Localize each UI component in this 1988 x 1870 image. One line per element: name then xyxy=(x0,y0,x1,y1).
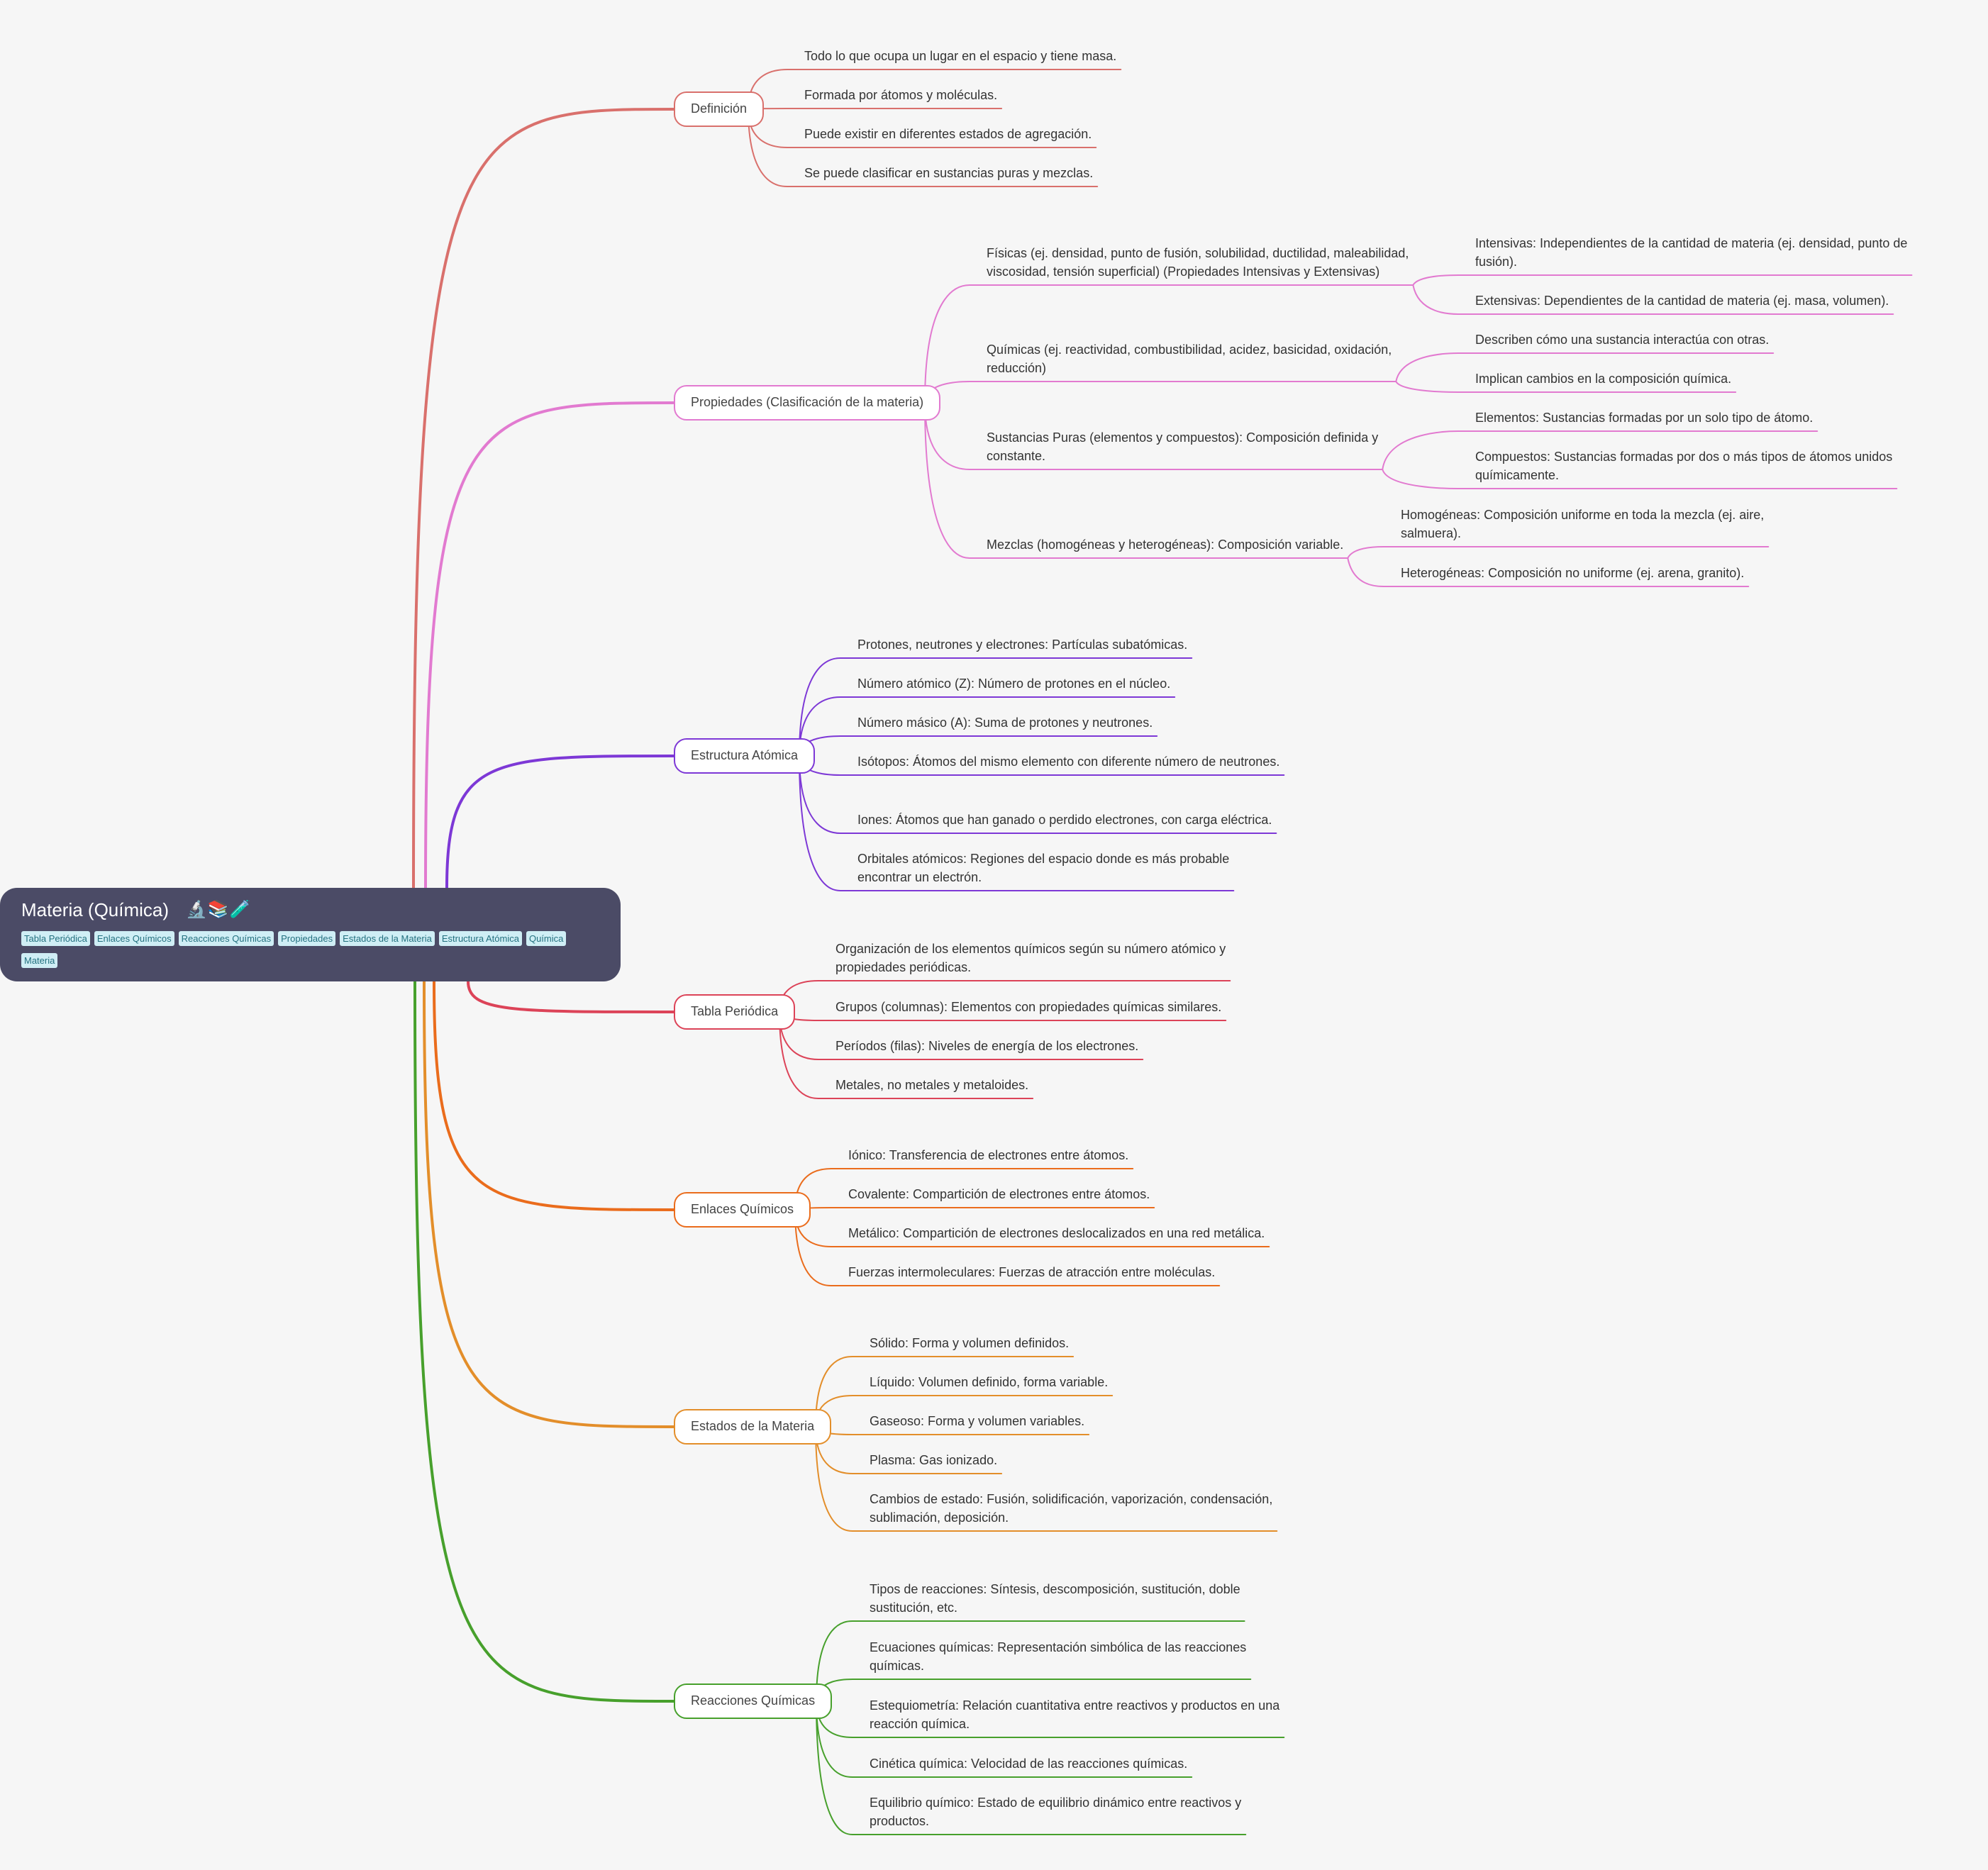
root-node[interactable]: Materia (Química) 🔬📚🧪 Tabla Periódica En… xyxy=(0,888,621,981)
leaf-enlaces[interactable]: Iónico: Transferencia de electrones entr… xyxy=(848,1148,1129,1162)
leaf-estructura[interactable]: Isótopos: Átomos del mismo elemento con … xyxy=(857,755,1280,769)
root-tags: Tabla Periódica Enlaces Químicos Reaccio… xyxy=(21,931,582,968)
leaf-propiedades-quimicas[interactable]: Químicas (ej. reactividad, combustibilid… xyxy=(987,343,1392,375)
leaf-estructura[interactable]: Orbitales atómicos: Regiones del espacio… xyxy=(857,852,1230,884)
leaf-definicion[interactable]: Formada por átomos y moléculas. xyxy=(804,88,998,102)
subleaf-elementos[interactable]: Elementos: Sustancias formadas por un so… xyxy=(1475,411,1814,425)
leaf-reacciones[interactable]: Tipos de reacciones: Síntesis, descompos… xyxy=(870,1582,1240,1615)
tag[interactable]: Tabla Periódica xyxy=(21,931,90,946)
connector-line xyxy=(1412,274,1913,286)
leaf-estructura[interactable]: Protones, neutrones y electrones: Partíc… xyxy=(857,638,1188,652)
tag[interactable]: Reacciones Químicas xyxy=(178,931,274,946)
branch-tabla-periodica[interactable]: Tabla Periódica xyxy=(674,994,796,1030)
tag[interactable]: Materia xyxy=(21,953,58,968)
connector-line xyxy=(816,1701,1247,1835)
branch-enlaces-quimicos[interactable]: Enlaces Químicos xyxy=(674,1192,811,1228)
leaf-estructura[interactable]: Número másico (A): Suma de protones y ne… xyxy=(857,716,1153,730)
tag[interactable]: Estados de la Materia xyxy=(340,931,435,946)
connector-line xyxy=(445,755,675,889)
root-title: Materia (Química) xyxy=(21,899,170,920)
connector-line xyxy=(1395,352,1775,382)
leaf-estados[interactable]: Gaseoso: Forma y volumen variables. xyxy=(870,1414,1085,1428)
connector-line xyxy=(799,696,1176,757)
connector-line xyxy=(748,108,1099,187)
connector-line xyxy=(924,381,1397,404)
leaf-reacciones[interactable]: Estequiometría: Relación cuantitativa en… xyxy=(870,1698,1280,1731)
leaf-definicion[interactable]: Todo lo que ocupa un lugar en el espacio… xyxy=(804,49,1117,63)
connector-line xyxy=(412,108,675,889)
leaf-sustancias-puras[interactable]: Sustancias Puras (elementos y compuestos… xyxy=(987,430,1379,463)
leaf-reacciones[interactable]: Cinética química: Velocidad de las reacc… xyxy=(870,1757,1188,1771)
connector-line xyxy=(1347,546,1770,559)
leaf-estados[interactable]: Cambios de estado: Fusión, solidificació… xyxy=(870,1492,1273,1525)
connector-line xyxy=(924,284,1414,404)
leaf-tabla[interactable]: Grupos (columnas): Elementos con propied… xyxy=(835,1000,1222,1014)
leaf-definicion[interactable]: Puede existir en diferentes estados de a… xyxy=(804,127,1092,141)
leaf-estructura[interactable]: Iones: Átomos que han ganado o perdido e… xyxy=(857,813,1272,827)
subleaf-describen[interactable]: Describen cómo una sustancia interactúa … xyxy=(1475,333,1770,347)
connector-line xyxy=(924,402,1384,470)
connector-line xyxy=(467,980,675,1013)
subleaf-implican[interactable]: Implican cambios en la composición quími… xyxy=(1475,372,1732,386)
leaf-estados[interactable]: Sólido: Forma y volumen definidos. xyxy=(870,1336,1070,1350)
connector-line xyxy=(799,755,1277,834)
connector-line xyxy=(779,1011,1034,1099)
subleaf-extensivas[interactable]: Extensivas: Dependientes de la cantidad … xyxy=(1475,294,1889,308)
tag[interactable]: Enlaces Químicos xyxy=(94,931,174,946)
branch-definicion[interactable]: Definición xyxy=(674,91,765,127)
leaf-estados[interactable]: Líquido: Volumen definido, forma variabl… xyxy=(870,1375,1109,1389)
connector-line xyxy=(1382,430,1818,470)
connector-line xyxy=(1395,381,1737,393)
subleaf-intensivas[interactable]: Intensivas: Independientes de la cantida… xyxy=(1475,236,1908,269)
connector-line xyxy=(424,401,675,889)
connector-line xyxy=(816,1620,1245,1702)
connector-line xyxy=(1347,557,1750,587)
leaf-estructura[interactable]: Número atómico (Z): Número de protones e… xyxy=(857,677,1171,691)
subleaf-heterogeneas[interactable]: Heterogéneas: Composición no uniforme (e… xyxy=(1401,566,1745,580)
connector-line xyxy=(816,1701,1193,1778)
leaf-propiedades-fisicas[interactable]: Físicas (ej. densidad, punto de fusión, … xyxy=(987,246,1409,279)
leaf-enlaces[interactable]: Metálico: Compartición de electrones des… xyxy=(848,1226,1265,1240)
leaf-tabla[interactable]: Metales, no metales y metaloides. xyxy=(835,1078,1029,1092)
leaf-estados[interactable]: Plasma: Gas ionizado. xyxy=(870,1453,998,1467)
branch-estructura-atomica[interactable]: Estructura Atómica xyxy=(674,738,816,774)
tag[interactable]: Estructura Atómica xyxy=(438,931,522,946)
connector-line xyxy=(794,1209,1221,1286)
connector-line xyxy=(423,980,675,1428)
leaf-enlaces[interactable]: Covalente: Compartición de electrones en… xyxy=(848,1187,1150,1201)
connector-line xyxy=(1412,284,1894,315)
microscope-books-testtube-icon: 🔬📚🧪 xyxy=(186,900,252,919)
connector-line xyxy=(924,402,1349,559)
connector-line xyxy=(1382,469,1898,489)
connector-line xyxy=(815,1356,1074,1427)
leaf-mezclas[interactable]: Mezclas (homogéneas y heterogéneas): Com… xyxy=(987,538,1344,552)
leaf-tabla[interactable]: Períodos (filas): Niveles de energía de … xyxy=(835,1039,1139,1053)
connector-line xyxy=(815,1426,1278,1532)
branch-estados-materia[interactable]: Estados de la Materia xyxy=(674,1409,832,1445)
leaf-reacciones[interactable]: Equilibrio químico: Estado de equilibrio… xyxy=(870,1796,1242,1828)
leaf-reacciones[interactable]: Ecuaciones químicas: Representación simb… xyxy=(870,1640,1247,1673)
connector-line xyxy=(433,980,675,1211)
subleaf-homogeneas[interactable]: Homogéneas: Composición uniforme en toda… xyxy=(1401,508,1765,540)
connector-line xyxy=(794,1207,1155,1211)
leaf-enlaces[interactable]: Fuerzas intermoleculares: Fuerzas de atr… xyxy=(848,1265,1216,1279)
leaf-tabla[interactable]: Organización de los elementos químicos s… xyxy=(835,942,1226,974)
tag[interactable]: Propiedades xyxy=(278,931,336,946)
connector-line xyxy=(799,755,1235,891)
branch-reacciones-quimicas[interactable]: Reacciones Químicas xyxy=(674,1683,833,1719)
leaf-definicion[interactable]: Se puede clasificar en sustancias puras … xyxy=(804,166,1094,180)
subleaf-compuestos[interactable]: Compuestos: Sustancias formadas por dos … xyxy=(1475,450,1893,482)
connector-line xyxy=(799,657,1193,757)
connector-line xyxy=(413,980,675,1703)
tag[interactable]: Química xyxy=(526,931,567,946)
connector-line xyxy=(748,108,1003,110)
branch-propiedades[interactable]: Propiedades (Clasificación de la materia… xyxy=(674,385,941,421)
